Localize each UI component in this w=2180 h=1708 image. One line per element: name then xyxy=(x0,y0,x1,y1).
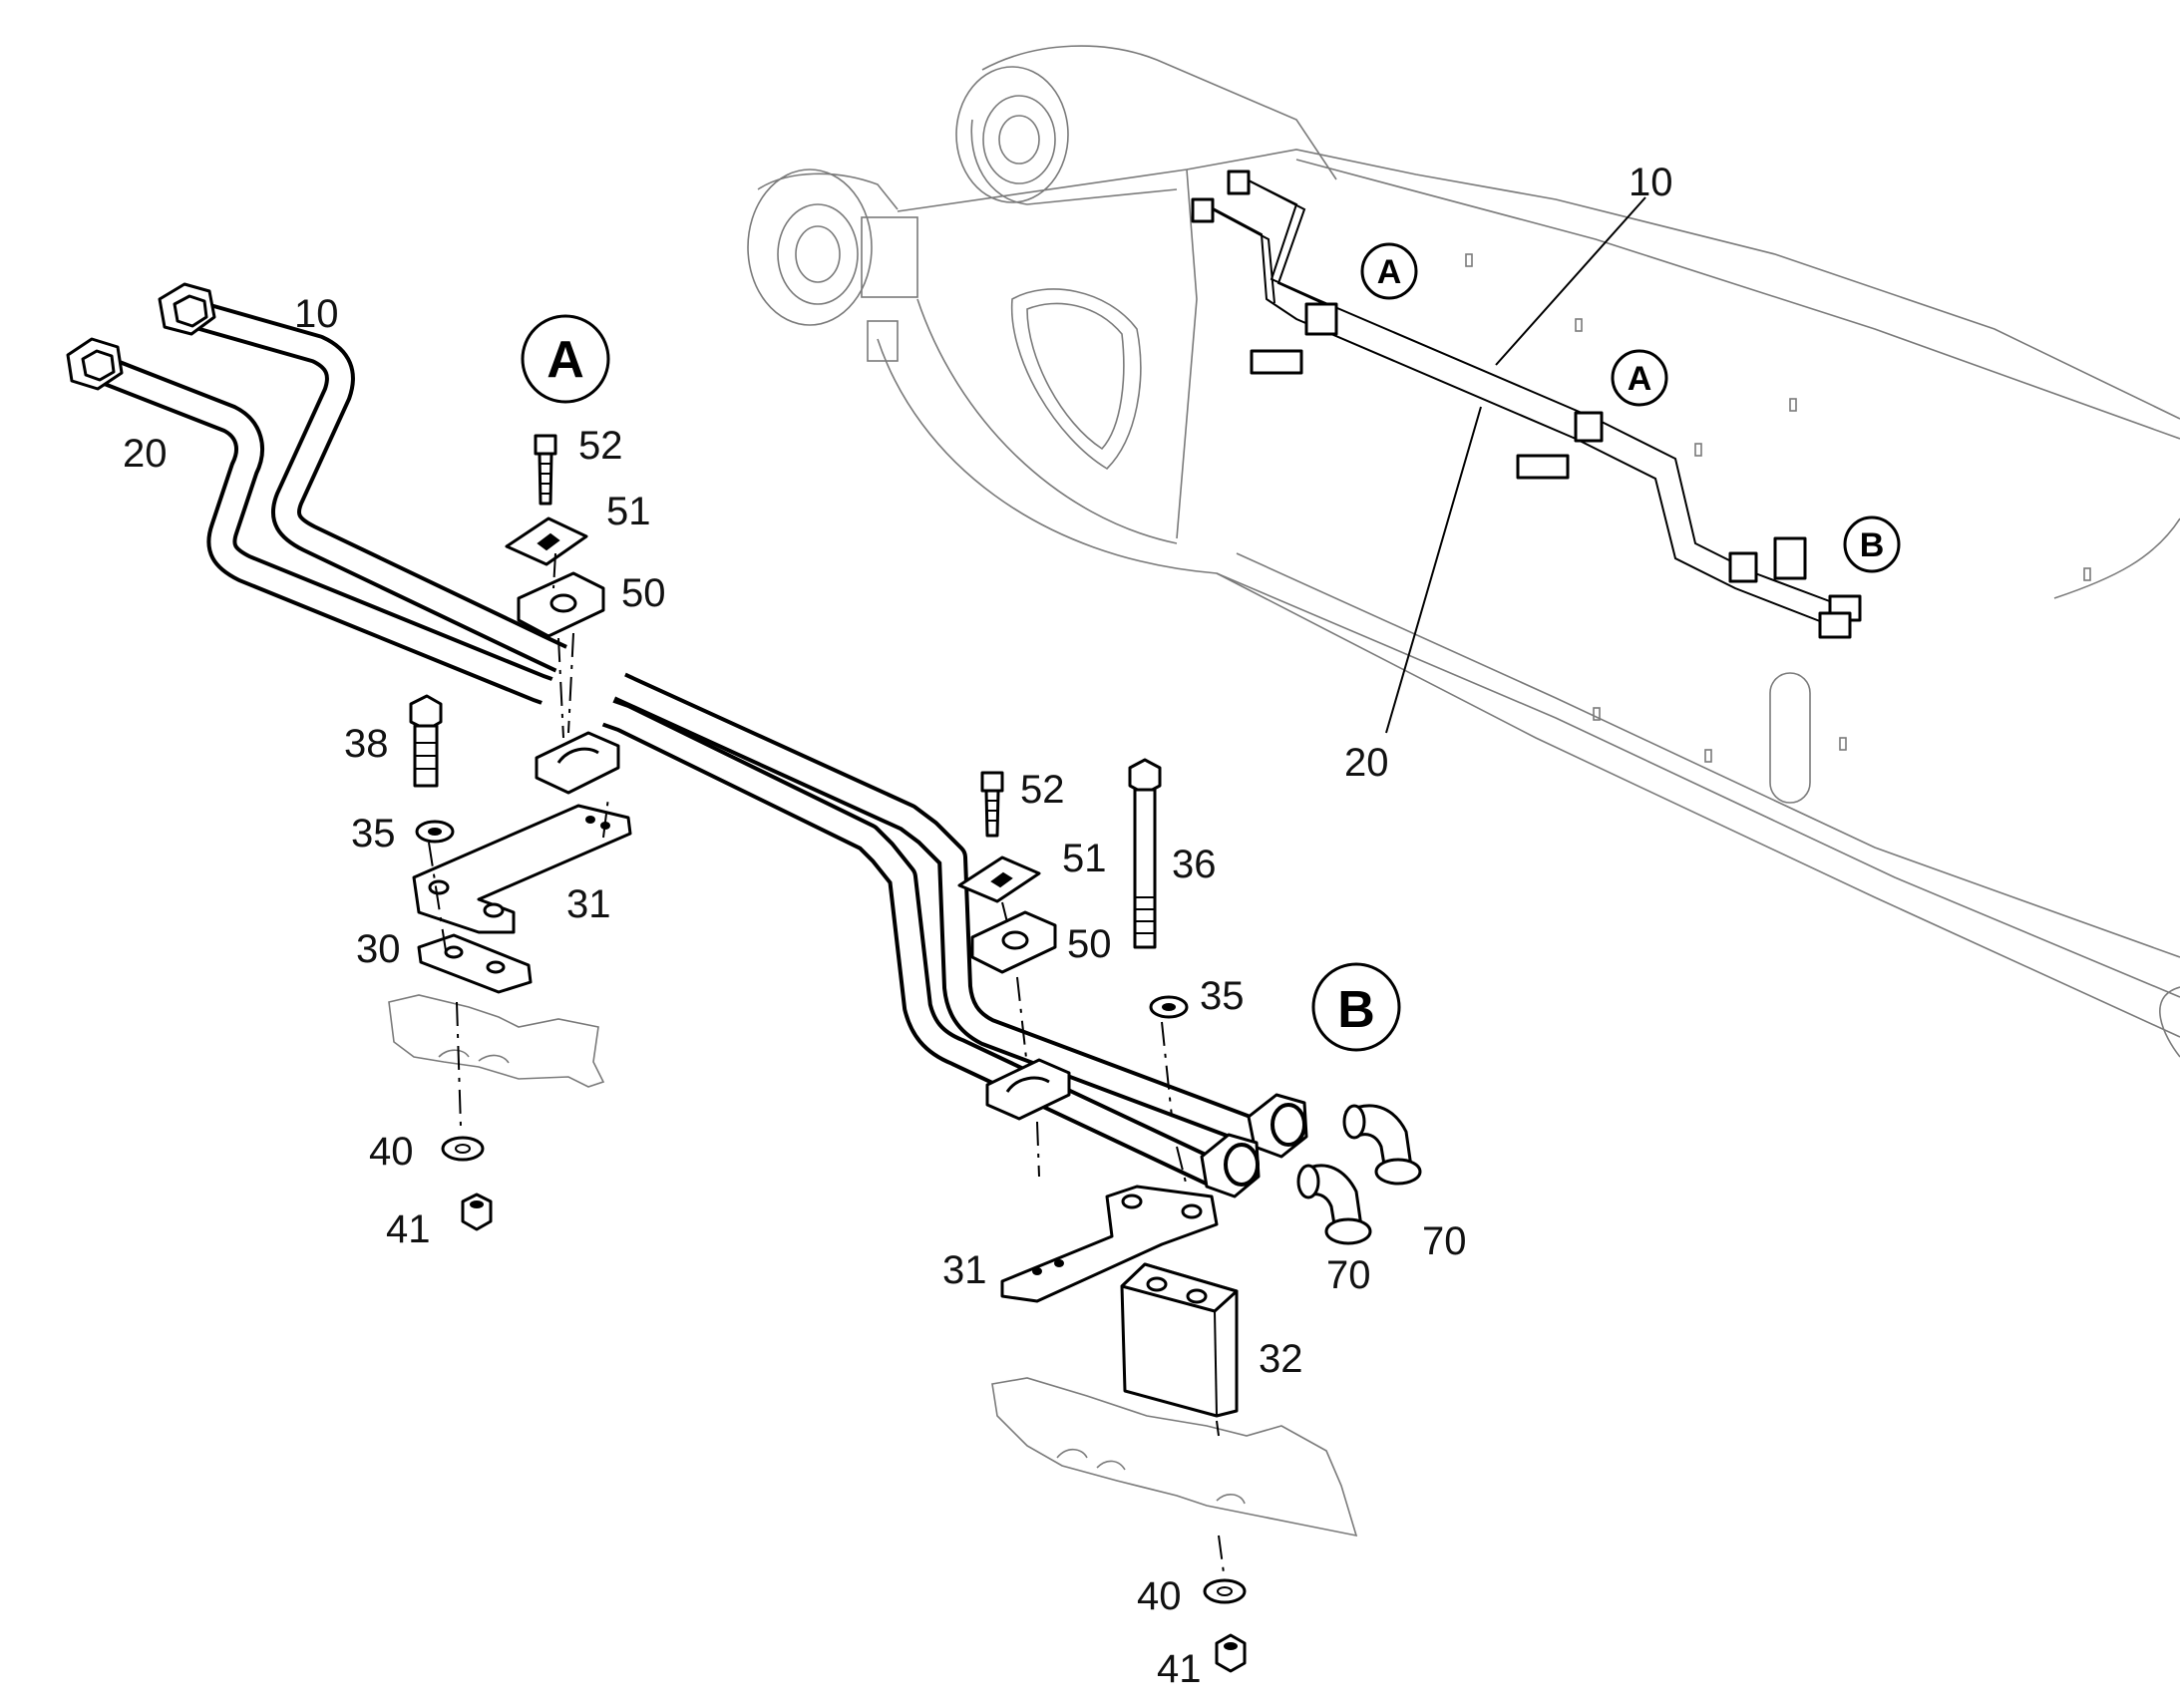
bolt-38 xyxy=(409,694,443,788)
callout-a-35: 35 xyxy=(351,812,396,855)
callout-b-51: 51 xyxy=(1062,837,1107,880)
washer-40-b xyxy=(1203,1578,1247,1604)
washer-35-a xyxy=(415,820,455,844)
callout-b-52: 52 xyxy=(1020,768,1065,812)
callout-a-51: 51 xyxy=(606,490,651,533)
boom-section-b xyxy=(991,1377,1358,1537)
pipe-20-end-nut xyxy=(1200,1133,1261,1198)
boom-overview xyxy=(747,45,2180,1058)
elbow-fitting-70-b xyxy=(1342,1104,1422,1186)
callout-b-70b: 70 xyxy=(1422,1219,1467,1263)
detail-marker-a-overview-2: A xyxy=(1611,349,1668,407)
clamp-half-50-a xyxy=(517,571,605,638)
pipe-20-start-nut xyxy=(66,337,124,391)
svg-text:A: A xyxy=(546,331,584,389)
callout-a-41: 41 xyxy=(386,1207,431,1251)
clamp-half-lower-a xyxy=(535,731,620,795)
detail-marker-a-overview-1: A xyxy=(1360,242,1418,300)
elbow-fitting-70-a xyxy=(1296,1164,1372,1245)
nut-41-a xyxy=(461,1193,493,1231)
callout-b-41: 41 xyxy=(1157,1647,1202,1691)
svg-text:B: B xyxy=(1337,981,1375,1039)
svg-text:A: A xyxy=(1377,253,1402,291)
callout-a-31: 31 xyxy=(566,882,611,926)
callout-b-31: 31 xyxy=(942,1248,987,1292)
pipe-10-end-nut xyxy=(1247,1093,1308,1159)
clamp-half-lower-b xyxy=(985,1058,1071,1121)
axis-b xyxy=(1001,901,1188,1188)
bolt-36 xyxy=(1128,758,1162,949)
pipe-20 xyxy=(96,355,1229,1191)
pipe-10-start-nut xyxy=(158,282,216,336)
cover-plate-51-b xyxy=(957,855,1041,903)
callout-b-32: 32 xyxy=(1259,1337,1303,1381)
bracket-31-b xyxy=(1000,1185,1219,1303)
washer-40-a xyxy=(441,1136,485,1162)
callout-a-52: 52 xyxy=(578,424,623,468)
pipe-10 xyxy=(189,299,1272,1152)
svg-text:A: A xyxy=(1628,360,1652,398)
detail-marker-b: B xyxy=(1311,962,1401,1052)
callout-b-40: 40 xyxy=(1137,1574,1182,1618)
callout-b-50: 50 xyxy=(1067,922,1112,966)
plate-30 xyxy=(417,933,533,994)
bracket-31-a xyxy=(412,804,632,934)
callout-overview-10: 10 xyxy=(1629,161,1673,204)
callout-b-70a: 70 xyxy=(1326,1253,1371,1297)
screw-52-b xyxy=(980,771,1004,838)
svg-text:B: B xyxy=(1860,526,1885,564)
axis-a xyxy=(428,552,564,1128)
callout-b-36: 36 xyxy=(1172,843,1217,886)
boom-lower-pivot xyxy=(747,169,918,362)
callout-a-40: 40 xyxy=(369,1130,414,1174)
callout-a-50: 50 xyxy=(621,571,666,615)
boom-pipe-run xyxy=(1191,170,1862,639)
callout-20: 20 xyxy=(123,432,168,476)
callout-b-35: 35 xyxy=(1200,974,1245,1018)
boom-section-a xyxy=(388,994,605,1088)
clamp-half-50-b xyxy=(970,910,1057,974)
callout-a-38: 38 xyxy=(344,722,389,766)
cover-plate-51-a xyxy=(505,516,588,566)
washer-35-b xyxy=(1149,995,1189,1019)
boom-upper-pivot xyxy=(955,45,1337,205)
spacer-block-32 xyxy=(1120,1262,1239,1418)
detail-marker-a: A xyxy=(521,314,610,404)
callout-overview-20: 20 xyxy=(1344,741,1389,785)
detail-marker-b-overview: B xyxy=(1843,515,1901,573)
callout-10: 10 xyxy=(294,292,339,336)
nut-41-b xyxy=(1215,1633,1247,1673)
callout-a-30: 30 xyxy=(356,927,401,971)
screw-52-a xyxy=(534,434,557,506)
